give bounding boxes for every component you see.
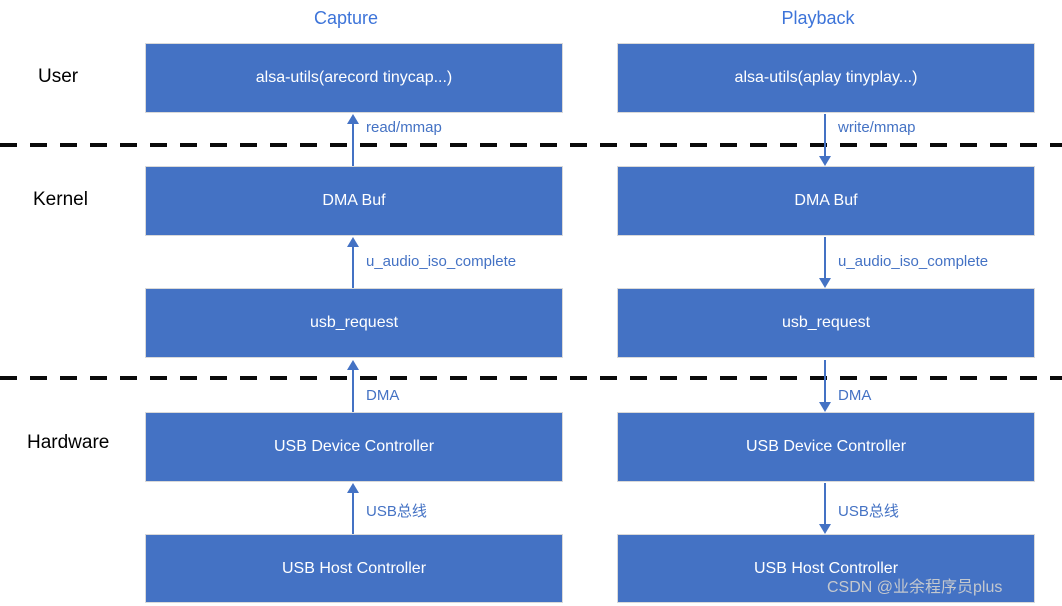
box-playback-alsa-utils: alsa-utils(aplay tinyplay...)	[617, 43, 1035, 113]
arrow-label-capture-u-audio-iso-complete: u_audio_iso_complete	[366, 253, 517, 270]
box-capture-usb-host-controller: USB Host Controller	[145, 534, 563, 603]
arrow-label-write-mmap: write/mmap	[838, 119, 916, 136]
arrow-down-write-mmap	[819, 114, 832, 166]
arrow-label-playback-dma: DMA	[838, 387, 872, 404]
arrow-up-usb-bus	[347, 483, 360, 534]
playback-column-title: Playback	[781, 8, 855, 28]
box-playback-usb-host-controller: USB Host Controller	[617, 534, 1035, 603]
arrow-label-capture-usb-bus: USB总线	[366, 503, 427, 520]
arrow-up-dma	[347, 360, 360, 412]
arrow-label-playback-u-audio-iso-complete: u_audio_iso_complete	[838, 253, 989, 270]
arrow-label-capture-dma: DMA	[366, 387, 400, 404]
arrow-up-read-mmap	[347, 114, 360, 166]
arrow-down-usb-bus	[819, 483, 832, 534]
arrow-label-read-mmap: read/mmap	[366, 119, 442, 136]
box-capture-alsa-utils: alsa-utils(arecord tinycap...)	[145, 43, 563, 113]
kernel-hardware-divider	[0, 376, 1062, 380]
csdn-watermark: CSDN @业余程序员plus	[827, 579, 1003, 596]
box-capture-usb-device-controller: USB Device Controller	[145, 412, 563, 482]
layer-label-kernel: Kernel	[33, 189, 88, 210]
arrow-up-u-audio-iso-complete	[347, 237, 360, 288]
layer-label-hardware: Hardware	[27, 432, 110, 453]
user-kernel-divider	[0, 143, 1062, 147]
box-playback-usb-request: usb_request	[617, 288, 1035, 358]
box-playback-usb-device-controller: USB Device Controller	[617, 412, 1035, 482]
arrow-label-playback-usb-bus: USB总线	[838, 503, 899, 520]
arrow-down-u-audio-iso-complete	[819, 237, 832, 288]
arrow-down-dma	[819, 360, 832, 412]
layer-label-user: User	[38, 66, 79, 87]
capture-column-title: Capture	[313, 8, 379, 28]
box-capture-dma-buf: DMA Buf	[145, 166, 563, 236]
box-capture-usb-request: usb_request	[145, 288, 563, 358]
box-playback-dma-buf: DMA Buf	[617, 166, 1035, 236]
